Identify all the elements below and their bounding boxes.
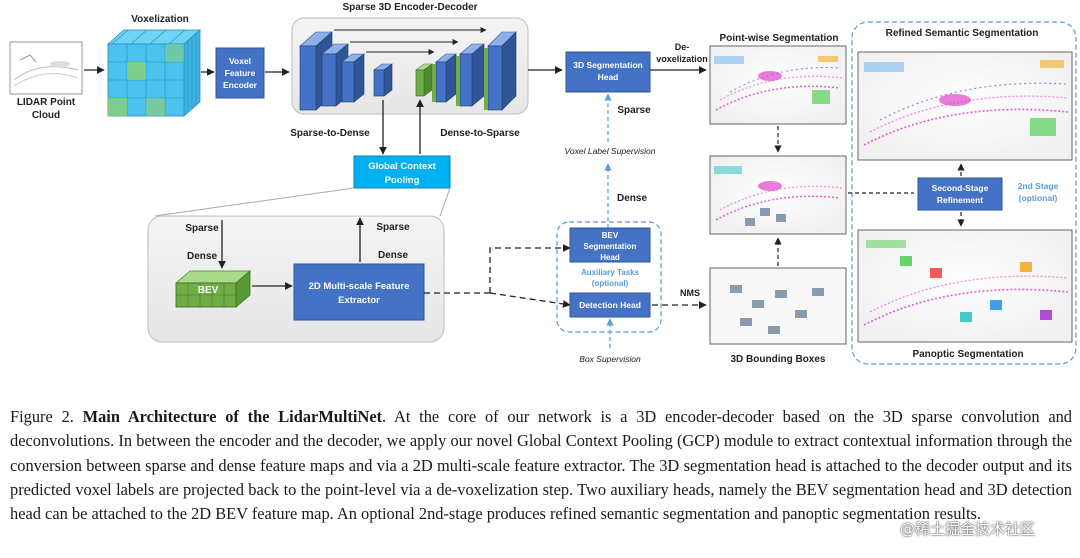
architecture-diagram: LIDAR Point Cloud Voxelization Voxel Fea… xyxy=(9,2,1077,365)
voxel-label-supervision: Voxel Label Supervision xyxy=(565,146,656,156)
pointwise-title: Point-wise Segmentation xyxy=(720,33,839,44)
refined-seg-image xyxy=(857,51,1073,161)
seg-head-label-2: Head xyxy=(598,72,619,82)
aux-routing xyxy=(424,244,571,308)
bev-head-label-3: Head xyxy=(600,253,620,262)
voxel-encoder-label-2: Feature xyxy=(225,68,256,78)
extractor-label-2: Extractor xyxy=(338,295,380,306)
second-stage-box xyxy=(917,177,1003,211)
lidar-label-1: LIDAR Point xyxy=(17,97,76,108)
seg-head-box xyxy=(565,51,651,93)
bev-seg-head-box xyxy=(569,227,651,263)
voxel-encoder-label-1: Voxel xyxy=(229,56,251,66)
encoder-layers xyxy=(299,31,393,111)
dense-to-sparse-label: Dense-to-Sparse xyxy=(440,128,520,139)
gcp-sparse-in: Sparse xyxy=(185,223,219,234)
caption-title: Main Architecture of the LidarMultiNet xyxy=(82,407,383,426)
lidar-point-cloud xyxy=(9,41,83,95)
panoptic-seg-image xyxy=(857,229,1073,343)
refined-seg-title: Refined Semantic Segmentation xyxy=(886,28,1039,39)
caption-text: . At the core of our network is a 3D enc… xyxy=(10,407,1072,524)
feature-extractor-box xyxy=(293,263,425,321)
combined-prediction-image xyxy=(709,155,847,235)
seg-head-label-1: 3D Segmentation xyxy=(573,60,642,70)
box-supervision-label: Box Supervision xyxy=(579,354,641,364)
gcp-dense-in: Dense xyxy=(187,251,217,262)
lidar-label-2: Cloud xyxy=(32,110,60,121)
devox-label-1: De- xyxy=(675,42,690,52)
detection-head-box xyxy=(569,292,651,318)
aux-tasks-frame xyxy=(556,221,662,333)
second-stage-label-2: Refinement xyxy=(937,195,983,205)
bev-feature-slab xyxy=(174,270,252,308)
voxel-feature-encoder-box xyxy=(215,47,265,99)
gcp-dense-out: Dense xyxy=(378,250,408,261)
bev-label: BEV xyxy=(198,285,219,296)
second-stage-note-1: 2nd Stage xyxy=(1018,181,1059,191)
bounding-boxes-image xyxy=(709,267,847,345)
second-stage-arrows xyxy=(848,163,965,227)
voxel-encoder-label-3: Encoder xyxy=(223,80,258,90)
voxel-grid-cube xyxy=(106,29,202,117)
panoptic-title: Panoptic Segmentation xyxy=(912,349,1023,360)
gcp-zoom-left xyxy=(154,187,355,217)
bev-head-label-2: Segmentation xyxy=(584,242,637,251)
bboxes-title: 3D Bounding Boxes xyxy=(730,354,825,365)
gcp-label-2: Pooling xyxy=(385,175,420,186)
det-head-label: Detection Head xyxy=(579,300,641,310)
second-stage-label-1: Second-Stage xyxy=(932,183,989,193)
aux-label-2: (optional) xyxy=(592,279,629,288)
devox-label-2: voxelization xyxy=(656,54,708,64)
aux-label-1: Auxiliary Tasks xyxy=(581,268,640,277)
decoder-layers xyxy=(415,31,517,111)
figure-caption: Figure 2. Main Architecture of the Lidar… xyxy=(10,405,1072,526)
voxelization-title: Voxelization xyxy=(131,14,189,25)
dense-sup-label: Dense xyxy=(617,193,647,204)
watermark: @稀土掘金技术社区 xyxy=(900,520,1036,538)
sparse-to-dense-label: Sparse-to-Dense xyxy=(290,128,370,139)
caption-label: Figure 2. xyxy=(10,407,74,426)
gcp-sparse-out: Sparse xyxy=(376,222,410,233)
encoder-decoder-title: Sparse 3D Encoder-Decoder xyxy=(342,2,477,13)
gcp-zoom-right xyxy=(439,187,451,217)
bev-head-label-1: BEV xyxy=(602,231,619,240)
second-stage-note-2: (optional) xyxy=(1019,193,1058,203)
sparse-sup-label: Sparse xyxy=(617,105,651,116)
gcp-label-1: Global Context xyxy=(368,161,436,172)
skip-connections xyxy=(334,27,487,55)
nms-label: NMS xyxy=(680,288,700,298)
extractor-label-1: 2D Multi-scale Feature xyxy=(309,281,410,292)
gcp-box xyxy=(353,155,451,189)
pointwise-seg-image xyxy=(709,45,847,125)
